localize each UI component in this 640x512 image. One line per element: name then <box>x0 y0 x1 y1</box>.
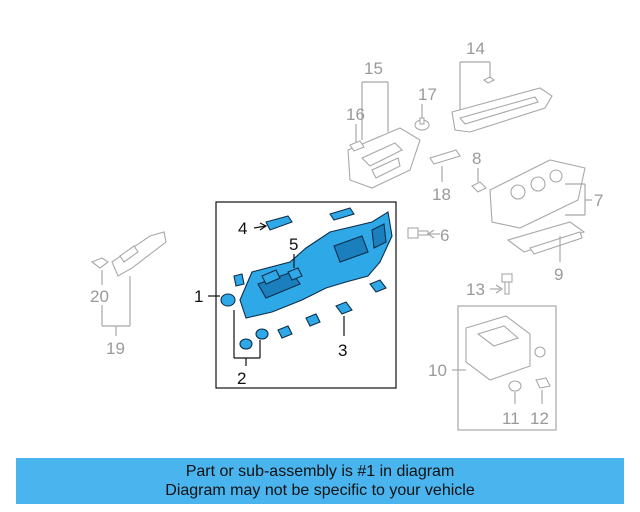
part-14-glove-box-upper[interactable] <box>451 76 553 133</box>
callout-15-leader <box>361 81 389 140</box>
callout-15: 15 <box>364 59 383 78</box>
part-11-clip[interactable] <box>508 380 522 392</box>
callout-6: 6 <box>440 226 449 245</box>
callout-3: 3 <box>338 341 347 360</box>
callout-9: 9 <box>554 265 563 284</box>
callout-12: 12 <box>530 409 549 428</box>
callout-19-20-leader <box>101 270 131 336</box>
info-banner: Part or sub-assembly is #1 in diagram Di… <box>16 458 624 504</box>
callout-18: 18 <box>432 185 451 204</box>
part-1-retainer[interactable] <box>220 293 236 307</box>
part-1-instrument-panel-lower[interactable] <box>239 211 393 319</box>
callout-2: 2 <box>237 369 246 388</box>
part-5-clip[interactable] <box>287 267 303 281</box>
part-7-cluster-bezel[interactable] <box>489 159 586 229</box>
part-18-bracket[interactable] <box>429 149 461 165</box>
callout-1: 1 <box>194 287 203 306</box>
callout-14-leader <box>459 61 491 110</box>
callout-17: 17 <box>418 85 437 104</box>
callout-13: 13 <box>466 280 485 299</box>
part-top-bracket[interactable] <box>329 207 355 221</box>
callout-16: 16 <box>346 105 365 124</box>
part-6-bolt[interactable] <box>407 227 429 239</box>
part-10-storage-tray[interactable] <box>465 315 546 381</box>
callout-10: 10 <box>428 361 447 380</box>
part-8-clip[interactable] <box>471 181 487 193</box>
callout-8: 8 <box>472 149 481 168</box>
banner-line-1: Part or sub-assembly is #1 in diagram <box>185 463 455 480</box>
part-17-clip[interactable] <box>414 117 430 131</box>
part-16-clip[interactable] <box>349 140 365 152</box>
callout-4: 4 <box>238 219 247 238</box>
part-left-tab[interactable] <box>233 273 245 287</box>
part-13-screw[interactable] <box>501 273 513 295</box>
part-20-clip[interactable] <box>90 257 109 269</box>
callout-19: 19 <box>106 339 125 358</box>
part-12-clip[interactable] <box>535 377 551 389</box>
callout-2-leader <box>233 310 261 366</box>
banner-line-2: Diagram may not be specific to your vehi… <box>165 482 475 499</box>
callout-11: 11 <box>502 409 520 428</box>
part-15-center-bracket[interactable] <box>347 127 421 189</box>
part-2-clips[interactable] <box>239 328 269 350</box>
callout-7-leader <box>565 183 592 216</box>
callout-7: 7 <box>594 191 603 210</box>
part-4-bracket[interactable] <box>265 215 293 231</box>
part-19-side-trim[interactable] <box>111 231 167 277</box>
main-assembly-box <box>215 201 397 389</box>
inset-box-10 <box>457 305 557 431</box>
callout-14: 14 <box>466 39 485 58</box>
callout-20: 20 <box>90 287 109 306</box>
part-3-clips[interactable] <box>277 279 387 339</box>
parts-diagram: 14 15 16 17 18 8 <box>90 39 603 431</box>
part-9-lower-trim[interactable] <box>506 221 586 255</box>
callout-5: 5 <box>289 235 298 254</box>
